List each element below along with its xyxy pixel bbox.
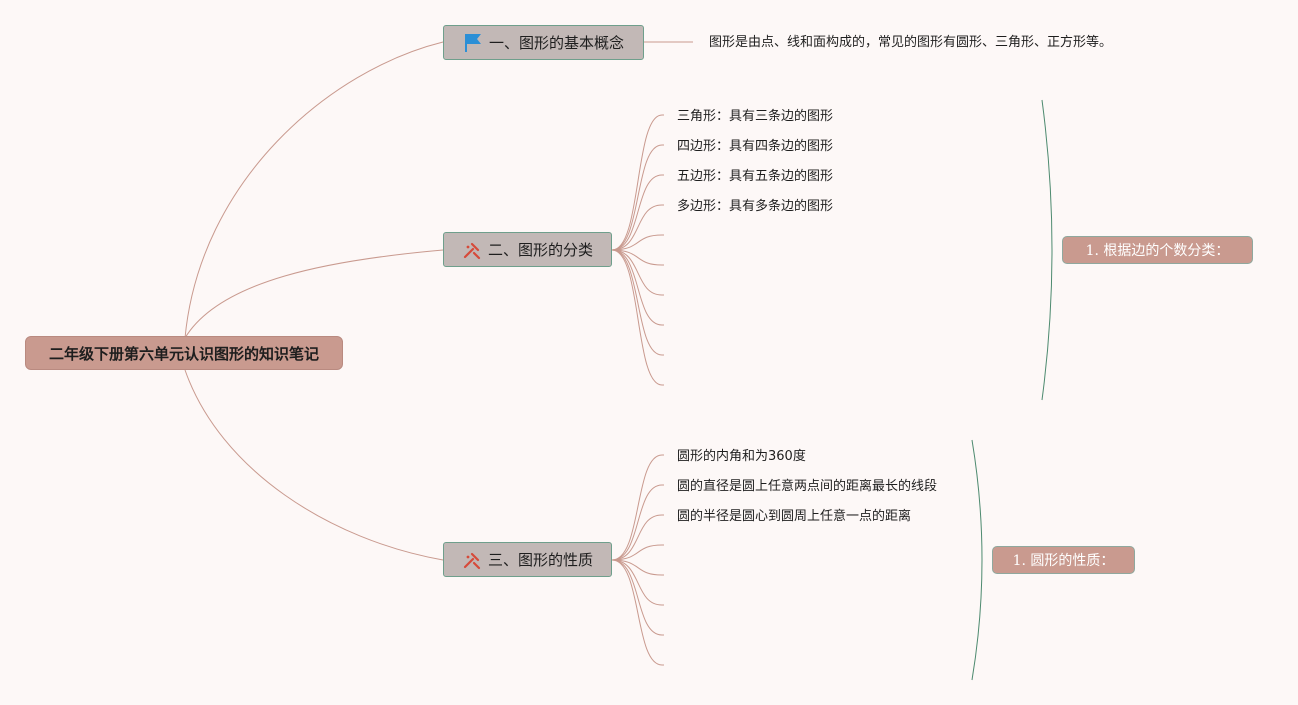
- topic-label: 二、图形的分类: [487, 241, 593, 259]
- topic-label: 一、图形的基本概念: [488, 34, 624, 52]
- connector-item: [611, 249, 663, 356]
- list-item: 四边形：具有四条边的图形: [677, 139, 834, 154]
- tools-icon: [462, 550, 482, 570]
- topic-label: 三、图形的性质: [487, 551, 593, 569]
- connector-item: [611, 249, 663, 386]
- summary-topic3[interactable]: 1. 圆形的性质：: [992, 546, 1135, 574]
- summary-bracket-topic2: [1041, 99, 1053, 401]
- connector-item: [611, 559, 663, 576]
- connector-root-topic2: [184, 249, 444, 339]
- connector-item: [611, 559, 663, 636]
- connector-item: [611, 514, 663, 561]
- connector-item: [611, 114, 663, 251]
- list-item: 圆的半径是圆心到圆周上任意一点的距离: [677, 509, 912, 524]
- summary-bracket-topic3: [971, 439, 983, 681]
- connector-item: [611, 234, 663, 251]
- list-item: 五边形：具有五条边的图形: [677, 169, 834, 184]
- summary-label: 1. 圆形的性质：: [1012, 553, 1115, 569]
- connector-root-topic1: [184, 41, 444, 339]
- connector-item: [611, 249, 663, 326]
- flag-icon: [463, 33, 483, 53]
- topic-properties[interactable]: 三、图形的性质: [443, 542, 612, 577]
- connector-topic2-items: [611, 114, 664, 386]
- list-item: 圆的直径是圆上任意两点间的距离最长的线段: [677, 479, 938, 494]
- connector-item: [611, 484, 663, 561]
- topic1-detail: 图形是由点、线和面构成的，常见的图形有圆形、三角形、正方形等。: [709, 35, 1113, 50]
- topic-classification[interactable]: 二、图形的分类: [443, 232, 612, 267]
- list-item: 圆形的内角和为360度: [677, 449, 806, 464]
- root-node[interactable]: 二年级下册第六单元认识图形的知识笔记: [25, 336, 343, 370]
- list-item: 三角形：具有三条边的图形: [677, 109, 834, 124]
- connector-item: [611, 249, 663, 296]
- connector-item: [611, 174, 663, 251]
- list-item: 多边形：具有多条边的图形: [677, 199, 834, 214]
- connector-item: [611, 559, 663, 666]
- tools-icon: [462, 240, 482, 260]
- connector-topic3-items: [611, 454, 664, 666]
- connector-item: [611, 454, 663, 561]
- connector-root-topic3: [184, 369, 444, 561]
- connector-item: [611, 559, 663, 606]
- summary-label: 1. 根据边的个数分类：: [1085, 243, 1230, 259]
- connector-item: [611, 144, 663, 251]
- root-label: 二年级下册第六单元认识图形的知识笔记: [48, 344, 319, 363]
- topic-basic-concepts[interactable]: 一、图形的基本概念: [443, 25, 644, 60]
- connector-item: [611, 249, 663, 266]
- connector-item: [611, 204, 663, 251]
- connector-item: [611, 544, 663, 561]
- summary-topic2[interactable]: 1. 根据边的个数分类：: [1062, 236, 1253, 264]
